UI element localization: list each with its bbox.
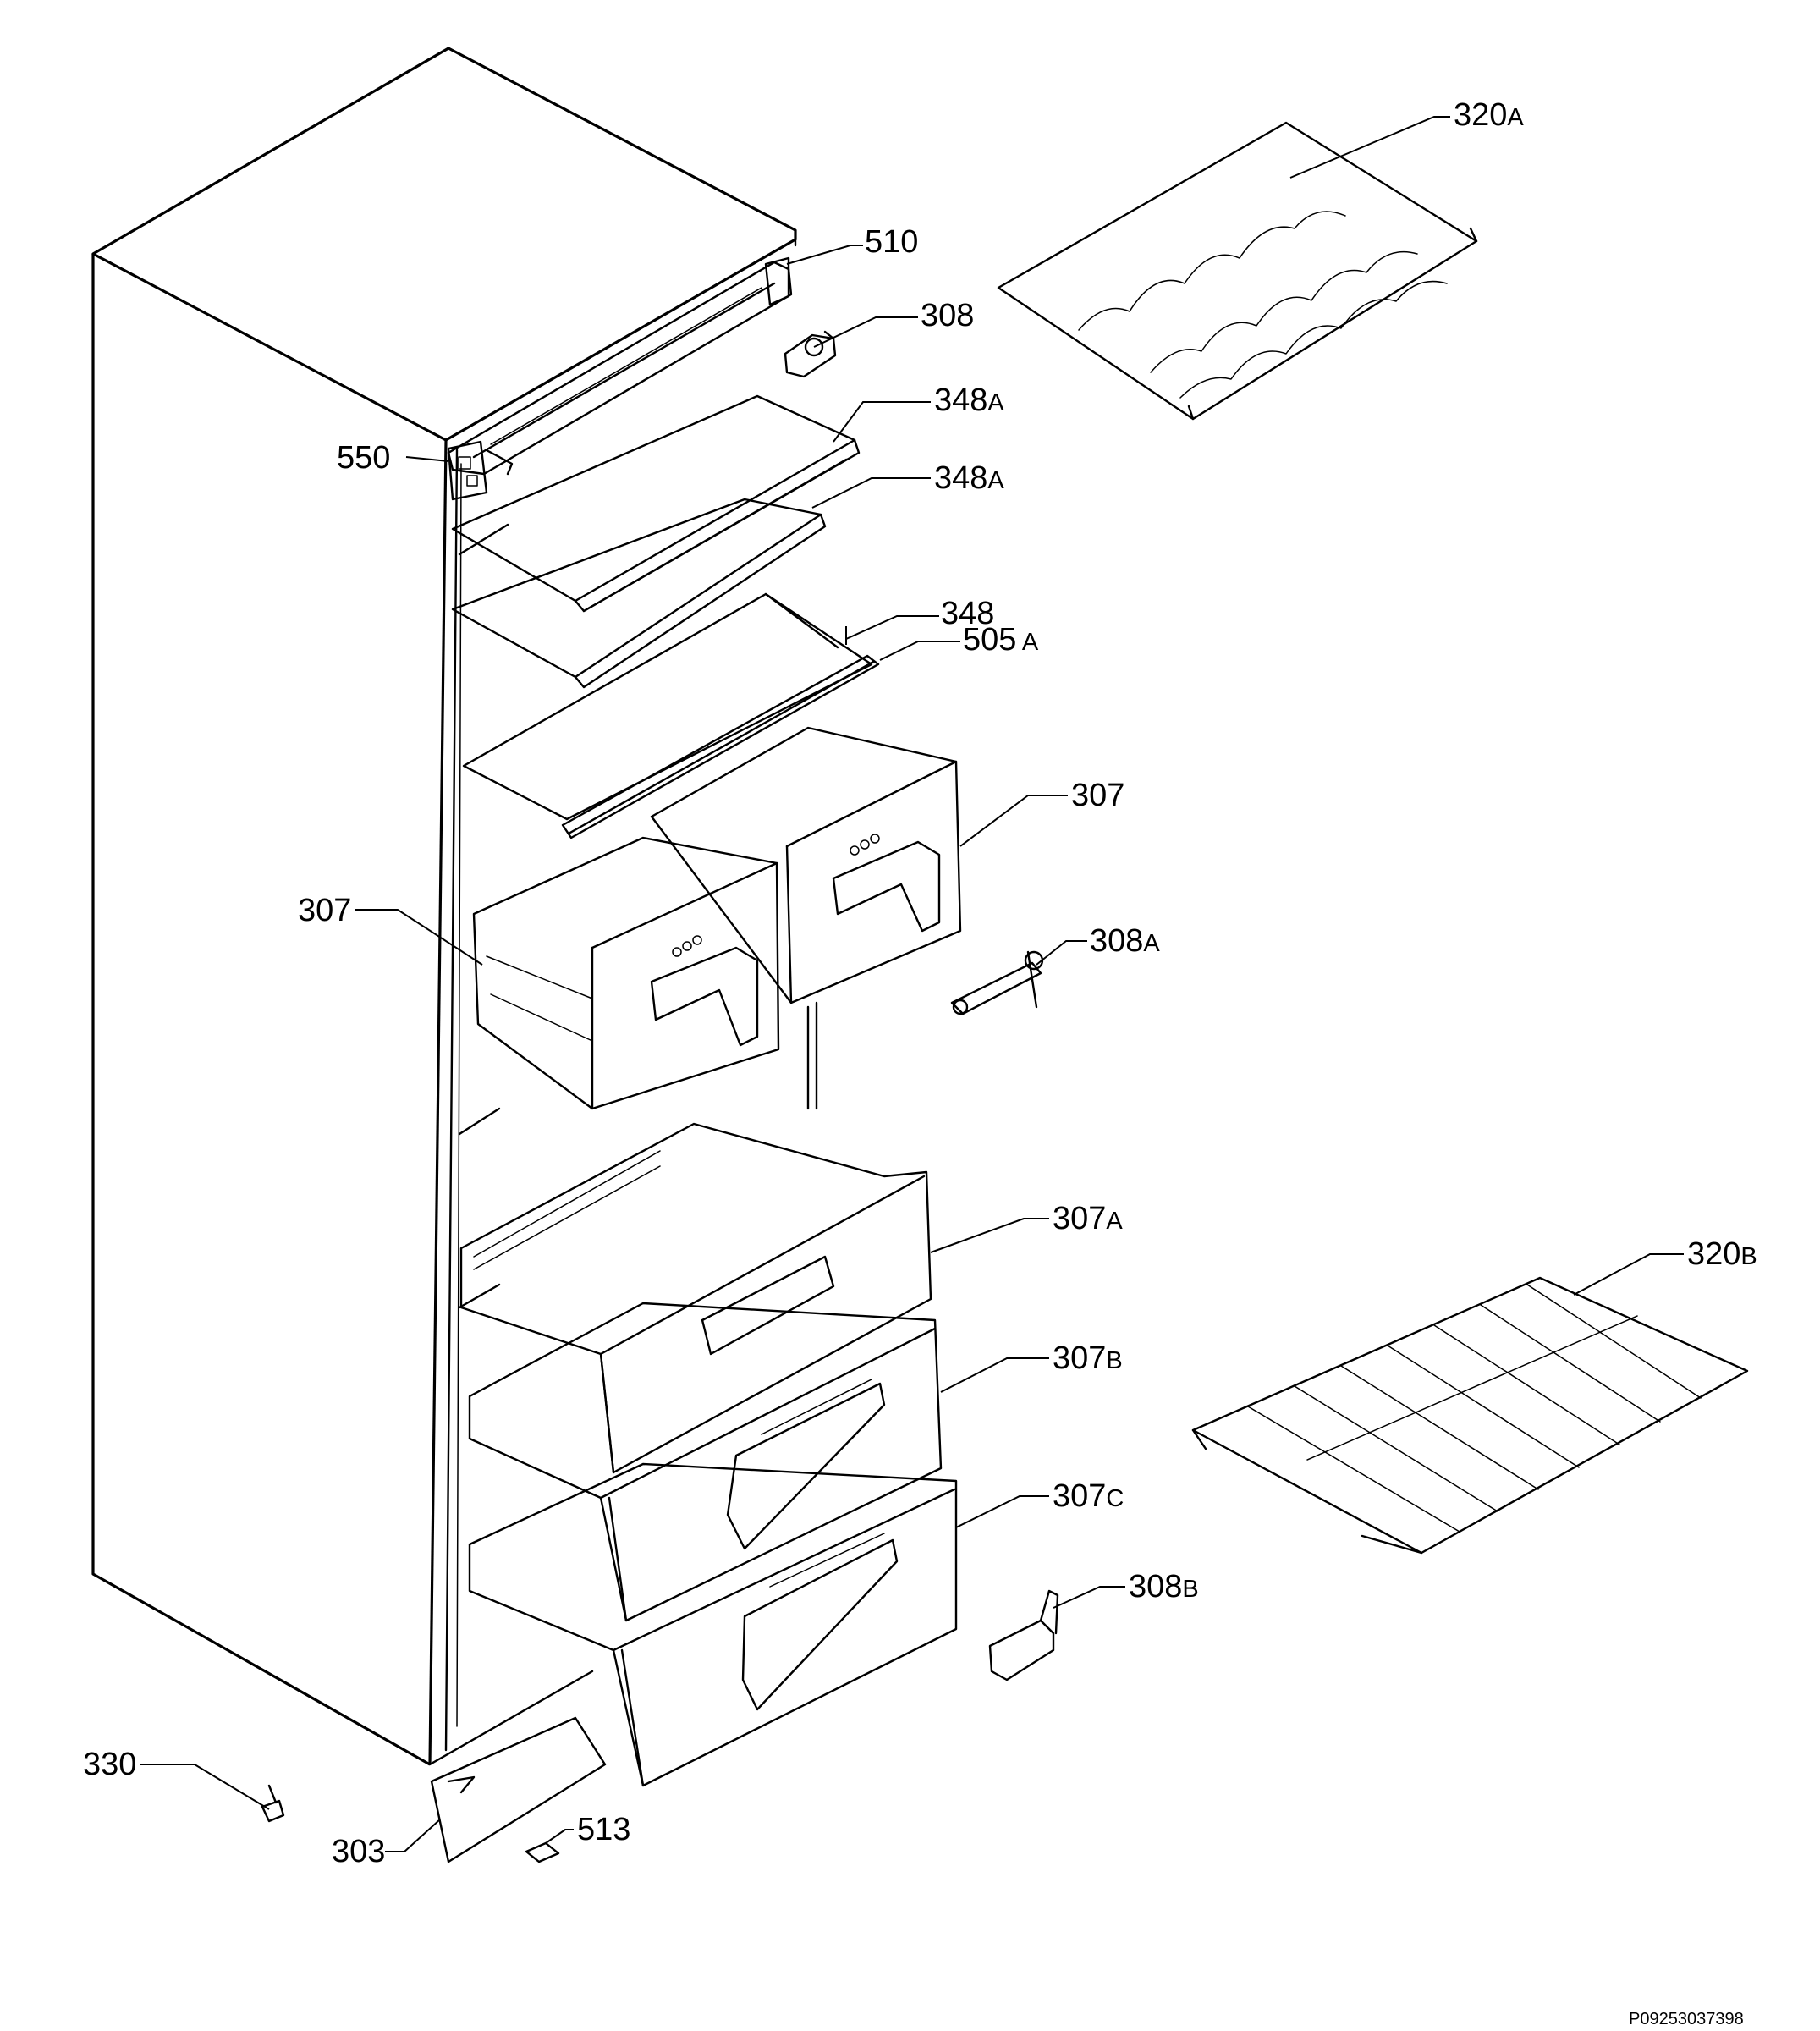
- label-348a-mid: 348A: [934, 460, 1004, 496]
- document-code: P09253037398: [1629, 2010, 1744, 2028]
- cabinet-body: [91, 47, 797, 1766]
- label-505a: 505 A: [963, 622, 1039, 658]
- freezer-drawer-307b[interactable]: [468, 1302, 943, 1622]
- shelf-trim-505a[interactable]: [561, 654, 880, 839]
- label-303: 303: [332, 1834, 385, 1869]
- freezer-drawer-307c[interactable]: [468, 1462, 958, 1787]
- label-510: 510: [865, 224, 918, 260]
- adjustable-foot-330[interactable]: [261, 1784, 285, 1823]
- label-307b: 307B: [1053, 1340, 1123, 1376]
- clip-513[interactable]: [525, 1841, 560, 1863]
- wire-shelf-320b[interactable]: [1191, 1276, 1749, 1555]
- glass-shelf-348a-top[interactable]: [451, 394, 861, 613]
- glass-shelf-348a-mid[interactable]: [451, 498, 827, 689]
- freezer-drawer-307a[interactable]: [459, 1122, 932, 1474]
- glass-shelf-348[interactable]: [462, 592, 873, 821]
- plinth-303[interactable]: [430, 1716, 607, 1863]
- label-308b: 308B: [1129, 1569, 1199, 1604]
- label-330: 330: [83, 1747, 136, 1782]
- top-cover-510[interactable]: [447, 256, 793, 476]
- label-307-right: 307: [1071, 778, 1124, 813]
- hinge-550[interactable]: [447, 440, 488, 501]
- label-308a: 308A: [1090, 923, 1160, 959]
- label-513: 513: [577, 1812, 630, 1847]
- crisper-drawer-307-left[interactable]: [472, 836, 780, 1110]
- label-320a: 320A: [1454, 97, 1524, 133]
- label-307c: 307C: [1053, 1478, 1124, 1514]
- label-308: 308: [921, 298, 974, 333]
- label-320b: 320B: [1687, 1236, 1757, 1272]
- hinge-308a[interactable]: [950, 950, 1044, 1015]
- hinge-308[interactable]: [784, 330, 837, 378]
- label-348a-top: 348A: [934, 383, 1004, 418]
- label-307-left: 307: [298, 893, 351, 928]
- label-550: 550: [337, 440, 390, 476]
- label-348: 348: [941, 596, 994, 631]
- crisper-drawer-307-right[interactable]: [650, 726, 962, 1110]
- leader-lines: [140, 116, 1684, 1852]
- callout-labels: 320A 510 308 348A 348A 550 348 505 A 307…: [83, 97, 1757, 1869]
- wine-rack-320a[interactable]: [997, 121, 1478, 421]
- hinge-308b[interactable]: [988, 1589, 1059, 1681]
- label-307a: 307A: [1053, 1201, 1123, 1236]
